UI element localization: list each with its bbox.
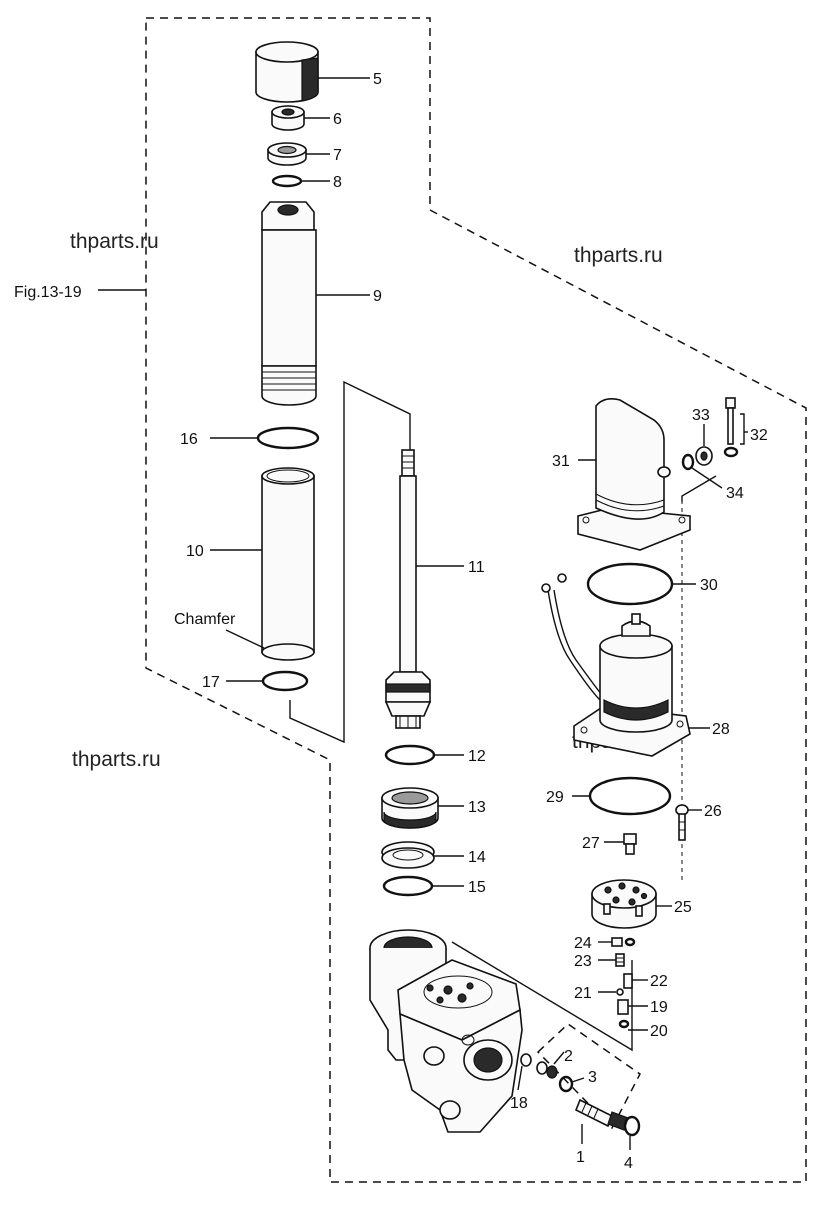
callout-34: 34: [726, 485, 744, 502]
callout-2: 2: [564, 1048, 573, 1065]
callout-31: 31: [552, 453, 570, 470]
assembly-line-rod: [289, 380, 411, 744]
callout-3: 3: [588, 1069, 597, 1086]
part-5-cap: [255, 41, 319, 103]
callout-6: 6: [333, 111, 342, 128]
callout-11: 11: [468, 559, 485, 576]
part-24-pin: [611, 937, 623, 947]
part-32-bolt: [723, 397, 739, 458]
chamfer-note: Chamfer: [174, 611, 236, 628]
part-25-pump-body: [591, 879, 657, 929]
part-19-seat: [617, 999, 629, 1015]
part-6-nut: [271, 105, 305, 131]
part-1-body: [369, 929, 523, 1133]
figure-reference: Fig.13-19: [14, 284, 82, 301]
callout-13: 13: [468, 799, 486, 816]
part-11-piston-rod: [384, 449, 432, 729]
callout-26: 26: [704, 803, 722, 820]
part-13-seal: [381, 787, 439, 829]
callout-33: 33: [692, 407, 710, 424]
callout-12: 12: [468, 748, 486, 765]
part-4-circlip: [623, 1115, 641, 1137]
callout-7: 7: [333, 147, 342, 164]
motor-wire: [553, 589, 607, 701]
part-10-inner-tube: [261, 467, 315, 661]
callout-17: 17: [202, 674, 220, 691]
part-18-o-ring: [520, 1053, 532, 1067]
motor-wire: [547, 589, 601, 701]
wire-terminal: [541, 583, 551, 593]
part-21-ball: [616, 988, 624, 996]
callout-10: 10: [186, 543, 204, 560]
part-27-plug: [623, 833, 637, 855]
callout-21: 21: [574, 985, 592, 1002]
callout-9: 9: [373, 288, 382, 305]
part-9-cylinder: [261, 201, 317, 406]
callout-8: 8: [333, 174, 342, 191]
watermark: thparts.ru: [70, 230, 159, 253]
part-31-motor-cover: [577, 398, 691, 551]
part-34-o-ring: [681, 453, 695, 471]
callout-1: 1: [576, 1149, 585, 1166]
leader-34: [691, 467, 723, 489]
part-26-bolt: [675, 804, 689, 841]
part-12-ring: [384, 744, 436, 766]
part-7-seat: [267, 142, 307, 166]
part-20-o-ring: [618, 1019, 630, 1029]
part-28-motor: [573, 613, 691, 757]
wire-terminal: [557, 573, 567, 583]
callout-24: 24: [574, 935, 592, 952]
leader-32-bracket: [740, 413, 745, 445]
callout-16: 16: [180, 431, 198, 448]
callout-18: 18: [510, 1095, 528, 1112]
callout-27: 27: [582, 835, 600, 852]
part-14-backup-ring: [381, 841, 435, 869]
chamfer-leader: [225, 629, 265, 649]
leader-3: [571, 1077, 585, 1083]
part-23-spring: [615, 953, 625, 967]
callout-15: 15: [468, 879, 486, 896]
leader-2: [553, 1051, 565, 1065]
callout-20: 20: [650, 1023, 668, 1040]
callout-5: 5: [373, 71, 382, 88]
part-30-o-ring: [586, 562, 674, 606]
callout-30: 30: [700, 577, 718, 594]
part-15-ring: [382, 875, 434, 897]
callout-4: 4: [624, 1155, 633, 1172]
callout-32: 32: [750, 427, 768, 444]
watermark: thparts.ru: [72, 748, 161, 771]
part-16-o-ring: [256, 426, 320, 450]
watermark: thparts.ru: [574, 244, 663, 267]
part-17-o-ring: [261, 670, 309, 692]
leader-18: [517, 1065, 523, 1091]
part-2-seal: [536, 1061, 548, 1075]
part-3-o-ring: [558, 1075, 574, 1093]
manual-valve-screw: [574, 1098, 629, 1131]
callout-14: 14: [468, 849, 486, 866]
part-22-valve: [623, 973, 633, 989]
part-29-o-ring: [588, 776, 672, 816]
part-33-fitting: [695, 446, 713, 466]
callout-23: 23: [574, 953, 592, 970]
callout-28: 28: [712, 721, 730, 738]
callout-19: 19: [650, 999, 668, 1016]
callout-29: 29: [546, 789, 564, 806]
valve-kit-box: [536, 1023, 641, 1130]
callout-22: 22: [650, 973, 668, 990]
assembly-line-valve: [451, 941, 633, 1052]
part-8-o-ring: [271, 174, 303, 188]
callout-25: 25: [674, 899, 692, 916]
